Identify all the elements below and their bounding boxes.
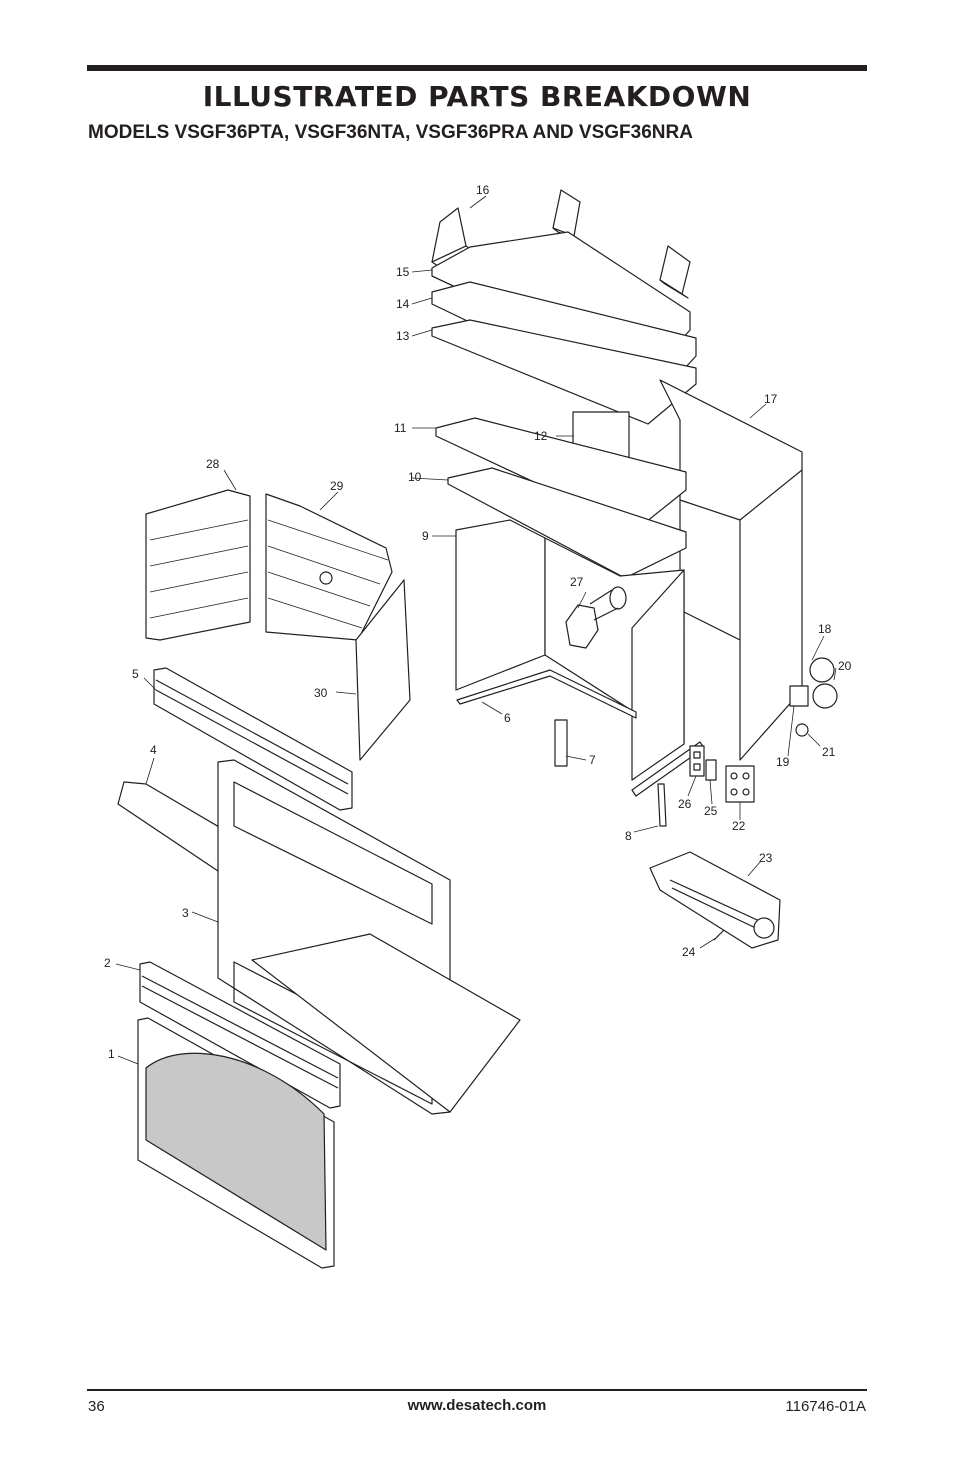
- callout-29: 29: [330, 479, 344, 493]
- callout-8: 8: [625, 829, 632, 843]
- part-29-brick-panel: [265, 493, 393, 641]
- callout-22: 22: [732, 819, 746, 833]
- callout-5: 5: [132, 667, 139, 681]
- callout-25: 25: [704, 804, 718, 818]
- part-2-louver: [139, 961, 341, 1109]
- part-13-layer: [431, 319, 697, 425]
- part-19-switch: [789, 685, 809, 707]
- part-21-knob: [795, 723, 809, 737]
- part-5-louver: [153, 667, 353, 811]
- callout-11: 11: [394, 421, 407, 435]
- header-rule: [87, 65, 867, 71]
- callout-28: 28: [206, 457, 220, 471]
- callout-14: 14: [396, 297, 410, 311]
- part-10-baffle: [447, 467, 687, 579]
- part-20-disc: [812, 683, 838, 709]
- part-7-bracket: [554, 719, 568, 767]
- part-16-brackets: [431, 189, 691, 381]
- footer-rule: [87, 1389, 867, 1391]
- part-22-box: [725, 765, 755, 803]
- page-number: 36: [88, 1398, 105, 1415]
- part-3-frame: [217, 759, 521, 1115]
- part-30-side-panel: [355, 579, 411, 761]
- callout-10: 10: [408, 470, 422, 484]
- part-26-plate: [689, 745, 705, 777]
- part-23-blower: [649, 851, 781, 949]
- callout-27: 27: [570, 575, 584, 589]
- callout-1: 1: [108, 1047, 115, 1061]
- callout-labels: 16 15 14 13 11 12 17 10 9 28 29 27 18 20…: [104, 183, 852, 1061]
- callout-3: 3: [182, 906, 189, 920]
- callout-20: 20: [838, 659, 852, 673]
- callout-30: 30: [314, 686, 328, 700]
- callout-19: 19: [776, 755, 790, 769]
- callout-26: 26: [678, 797, 692, 811]
- callout-12: 12: [534, 429, 548, 443]
- callout-2: 2: [104, 956, 111, 970]
- callout-9: 9: [422, 529, 429, 543]
- document-part-number: 116746-01A: [785, 1398, 866, 1415]
- page-title: ILLUSTRATED PARTS BREAKDOWN: [202, 80, 752, 113]
- callout-23: 23: [759, 851, 773, 865]
- part-28-brick-panel: [145, 489, 251, 641]
- part-17-outer-box: [659, 379, 803, 761]
- callout-18: 18: [818, 622, 832, 636]
- part-27-fitting: [565, 586, 627, 649]
- page-subtitle: MODELS VSGF36PTA, VSGF36NTA, VSGF36PRA A…: [88, 122, 693, 143]
- callout-16: 16: [476, 183, 490, 197]
- callout-24: 24: [682, 945, 696, 959]
- part-9-firebox: [455, 519, 685, 781]
- callout-13: 13: [396, 329, 410, 343]
- callout-17: 17: [764, 392, 778, 406]
- callout-21: 21: [822, 745, 836, 759]
- part-11-baffle: [435, 417, 687, 531]
- part-1-door: [137, 1017, 335, 1269]
- part-6-trim: [456, 669, 637, 719]
- callout-7: 7: [589, 753, 596, 767]
- part-18-disc: [809, 657, 835, 683]
- callout-15: 15: [396, 265, 410, 279]
- part-25-receptacle: [705, 759, 717, 781]
- part-8-strip: [657, 783, 667, 827]
- website-link[interactable]: www.desatech.com: [407, 1397, 547, 1414]
- callout-4: 4: [150, 743, 157, 757]
- callout-6: 6: [504, 711, 511, 725]
